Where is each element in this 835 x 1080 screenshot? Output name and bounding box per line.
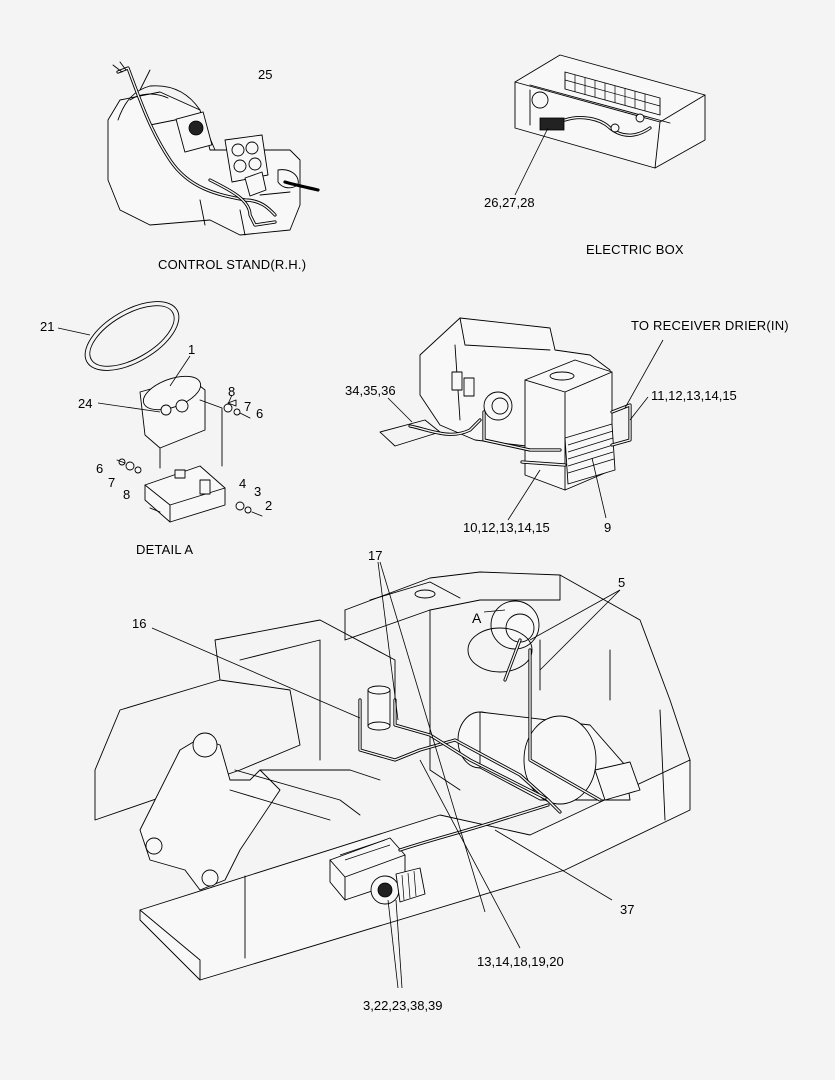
leader-5-b [539, 589, 621, 671]
machine-body-view [94, 571, 691, 981]
callout-21: 21 [40, 319, 55, 334]
callout-3-39: 3,22,23,38,39 [363, 998, 443, 1013]
leader-17-a [377, 561, 399, 721]
callout-8-upper: 8 [228, 384, 236, 399]
callout-10-15: 10,12,13,14,15 [463, 520, 550, 535]
leader-1 [169, 355, 191, 387]
callout-4: 4 [239, 476, 247, 491]
leader-11-15 [629, 396, 649, 421]
aircon-unit-view [379, 317, 632, 491]
leader-9 [591, 457, 607, 519]
leader-26-28 [514, 127, 549, 196]
leader-13-20 [419, 759, 521, 949]
leader-16 [151, 627, 361, 719]
electric-box-view [514, 54, 706, 169]
callout-11-15: 11,12,13,14,15 [651, 388, 737, 403]
callout-26-27-28: 26,27,28 [484, 195, 535, 210]
callout-2: 2 [265, 498, 273, 513]
leader-24 [97, 402, 161, 413]
callout-25: 25 [258, 67, 273, 82]
leader-8a [227, 394, 233, 405]
control-stand-view [107, 61, 320, 236]
leader-37 [494, 829, 613, 901]
leader-5-a [529, 589, 621, 641]
callout-8-lower: 8 [123, 487, 131, 502]
callout-detail-a-marker: A [472, 610, 482, 626]
callout-3: 3 [254, 484, 262, 499]
callout-5: 5 [618, 575, 626, 590]
leader-17-b [379, 561, 486, 913]
leader-3-39-a [387, 899, 399, 989]
caption-detail-a: DETAIL A [136, 542, 194, 557]
callout-17: 17 [368, 548, 383, 563]
callout-37: 37 [620, 902, 635, 917]
callout-13-20: 13,14,18,19,20 [477, 954, 564, 969]
leader-34-36 [387, 397, 413, 423]
caption-control-stand: CONTROL STAND(R.H.) [158, 257, 307, 272]
callout-7-upper: 7 [244, 399, 252, 414]
callout-6-lower: 6 [96, 461, 104, 476]
leader-receiver-drier [624, 339, 664, 409]
callout-1: 1 [188, 342, 196, 357]
callout-9: 9 [604, 520, 612, 535]
callout-16: 16 [132, 616, 147, 631]
callout-6-upper: 6 [256, 406, 264, 421]
detail-a-view [84, 301, 263, 523]
caption-electric-box: ELECTRIC BOX [586, 242, 684, 257]
leader-A [483, 609, 506, 613]
leader-10-15 [507, 469, 541, 521]
caption-receiver-drier: TO RECEIVER DRIER(IN) [631, 318, 789, 333]
callout-24: 24 [78, 396, 93, 411]
callout-34-35-36: 34,35,36 [345, 383, 396, 398]
leader-21 [57, 327, 91, 336]
leader-3-39-b [395, 899, 403, 989]
callout-7-lower: 7 [108, 475, 116, 490]
